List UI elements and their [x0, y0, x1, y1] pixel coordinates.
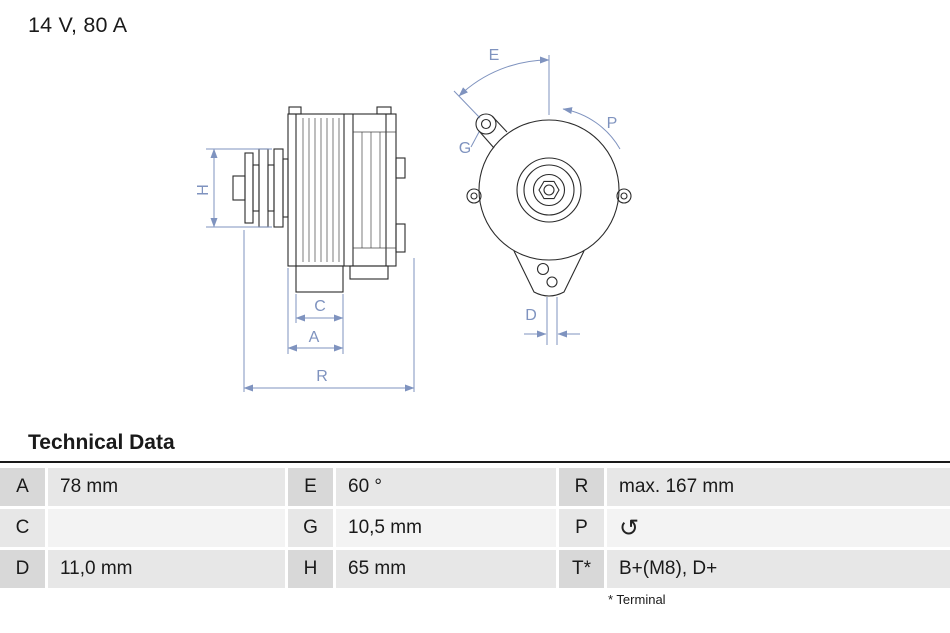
rotation-ccw-icon: ↺: [607, 509, 950, 547]
spec-a-label: A: [0, 468, 45, 506]
heading-divider: [0, 461, 950, 463]
spec-e-value: 60 °: [336, 468, 556, 506]
dim-label-p: P: [607, 115, 618, 132]
spec-p-label: P: [559, 509, 604, 547]
dim-label-d: D: [525, 307, 537, 324]
dim-label-r: R: [316, 368, 328, 385]
dimension-lines: [206, 55, 621, 392]
spec-g-value: 10,5 mm: [336, 509, 556, 547]
dim-label-c: C: [314, 298, 326, 315]
shaft-nut-hex: [538, 180, 560, 200]
spec-d-value: 11,0 mm: [48, 550, 285, 588]
spec-d-label: D: [0, 550, 45, 588]
product-spec-title: 14 V, 80 A: [28, 13, 128, 37]
technical-data-table: A 78 mm E 60 ° R max. 167 mm C G 10,5 mm…: [0, 468, 950, 588]
spec-t-value: B+(M8), D+: [607, 550, 950, 588]
spec-g-label: G: [288, 509, 333, 547]
spec-h-value: 65 mm: [336, 550, 556, 588]
dim-label-e: E: [489, 47, 500, 64]
dim-label-g: G: [459, 140, 471, 157]
spec-r-value: max. 167 mm: [607, 468, 950, 506]
dim-label-h: H: [195, 184, 212, 196]
rotation-direction-arrow: [562, 107, 621, 150]
spec-e-label: E: [288, 468, 333, 506]
dimension-labels: H C A R E G P D: [195, 47, 617, 385]
housing-fins: [302, 118, 396, 262]
spec-h-label: H: [288, 550, 333, 588]
spec-a-value: 78 mm: [48, 468, 285, 506]
dim-label-a: A: [309, 329, 320, 346]
technical-drawing: H C A R E G P D: [195, 47, 632, 392]
spec-t-label: T*: [559, 550, 604, 588]
terminal-footnote: * Terminal: [608, 592, 666, 607]
technical-data-heading: Technical Data: [28, 431, 175, 454]
side-view: [232, 106, 406, 293]
front-view: [466, 113, 632, 297]
spec-c-label: C: [0, 509, 45, 547]
spec-c-value: [48, 509, 285, 547]
spec-r-label: R: [559, 468, 604, 506]
